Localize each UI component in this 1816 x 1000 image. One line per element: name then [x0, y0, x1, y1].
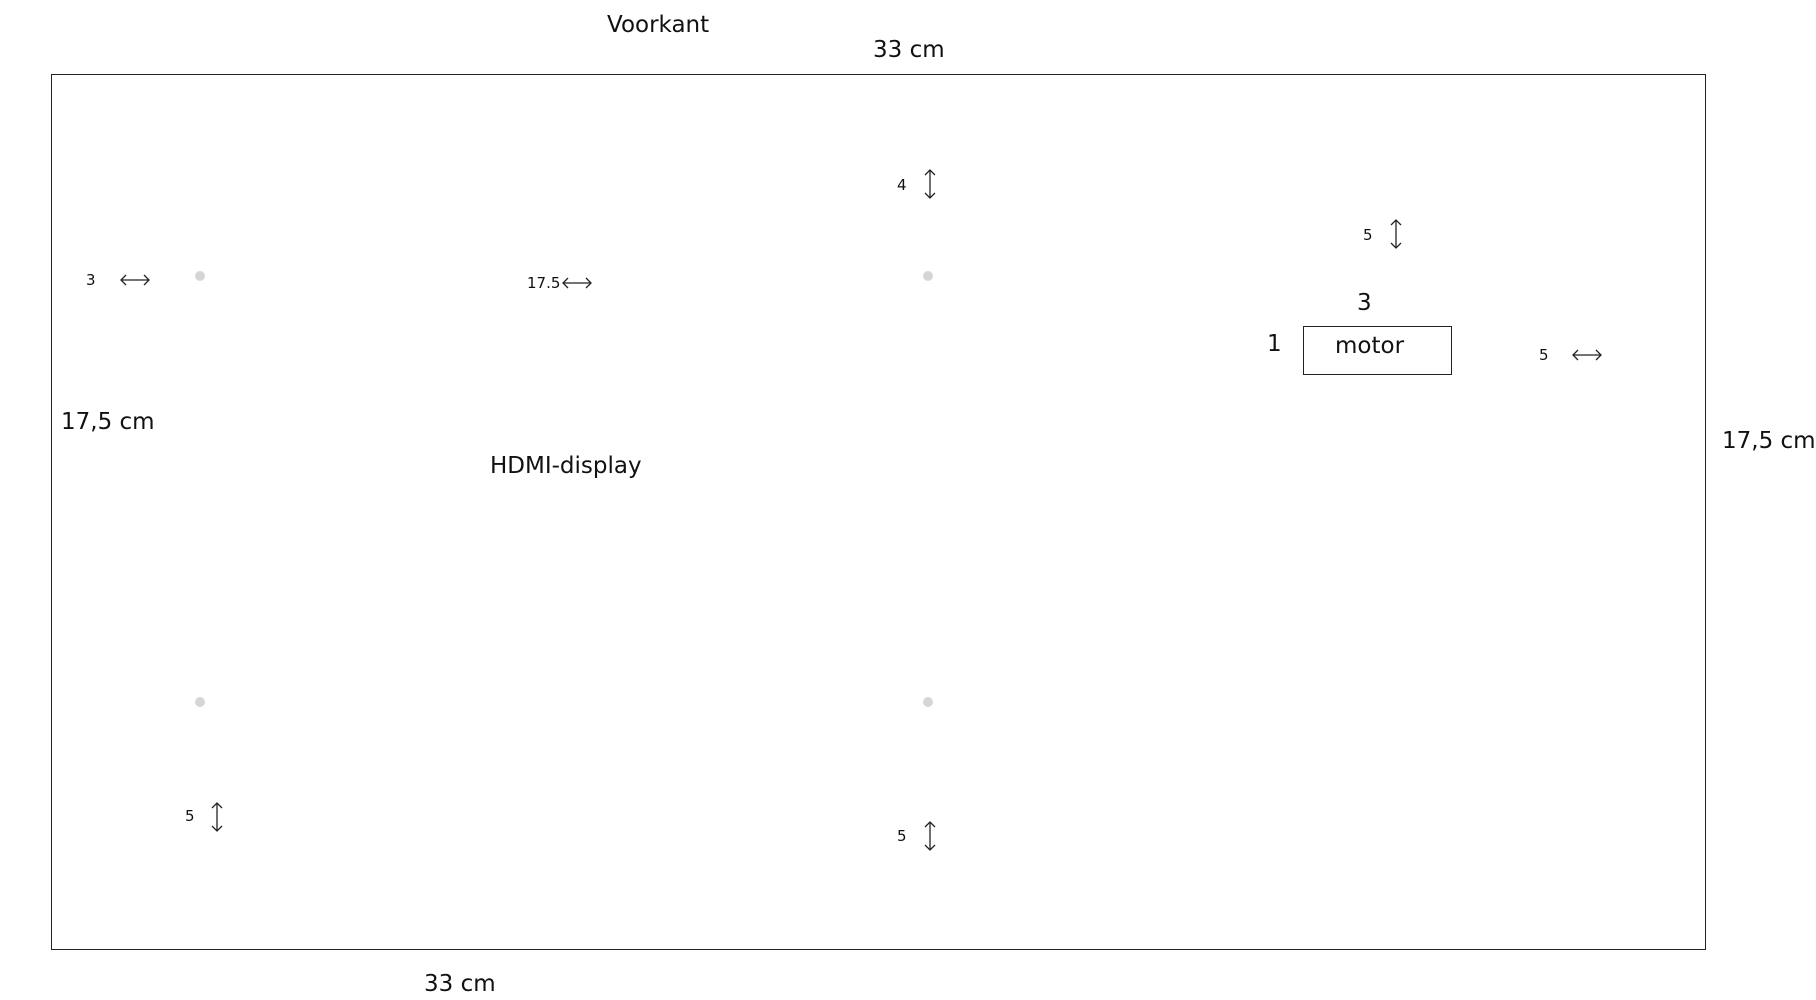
- double-arrow-horizontal-icon: [1572, 349, 1602, 361]
- mounting-hole-top-middle: [923, 271, 933, 281]
- double-arrow-vertical-icon: [211, 802, 223, 832]
- mounting-hole-bottom-middle: [923, 697, 933, 707]
- motor-label: motor: [1335, 333, 1405, 359]
- double-arrow-horizontal-icon: [562, 277, 592, 289]
- motor-right-offset-value: 5: [1539, 346, 1549, 364]
- hole-spacing-value: 17.5: [527, 274, 561, 292]
- height-right-label: 17,5 cm: [1722, 428, 1816, 454]
- mounting-hole-top-left: [195, 271, 205, 281]
- motor-above-value: 3: [1357, 290, 1372, 316]
- hole-left-offset-value: 3: [86, 271, 96, 289]
- motor-left-value: 1: [1267, 331, 1282, 357]
- hole-bottom-mid-offset-value: 5: [897, 827, 907, 845]
- double-arrow-horizontal-icon: [120, 274, 150, 286]
- double-arrow-vertical-icon: [924, 169, 936, 199]
- motor-top-offset-value: 5: [1363, 226, 1373, 244]
- hole-bottom-left-offset-value: 5: [185, 807, 195, 825]
- height-left-label: 17,5 cm: [61, 409, 155, 435]
- hole-top-offset-value: 4: [897, 176, 907, 194]
- board-outline: [51, 74, 1706, 950]
- width-top-label: 33 cm: [873, 37, 945, 63]
- double-arrow-vertical-icon: [1390, 219, 1402, 249]
- double-arrow-vertical-icon: [924, 821, 936, 851]
- mounting-hole-bottom-left: [195, 697, 205, 707]
- display-label: HDMI-display: [490, 453, 642, 479]
- side-label: Voorkant: [607, 12, 710, 38]
- width-bottom-label: 33 cm: [424, 971, 496, 997]
- motor-box: [1303, 326, 1452, 375]
